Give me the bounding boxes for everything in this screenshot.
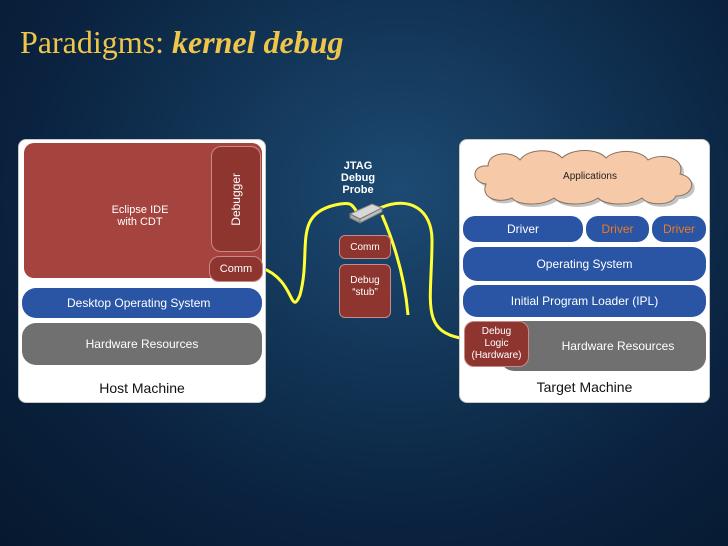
applications-cloud[interactable] — [466, 146, 704, 208]
probe-cable — [380, 214, 410, 316]
target-cable — [379, 201, 461, 340]
target-machine-label: Target Machine — [536, 379, 633, 395]
target-os-block[interactable]: Operating System — [463, 247, 706, 281]
applications-label: Applications — [563, 170, 617, 182]
desktop-os-block[interactable]: Desktop Operating System — [22, 288, 262, 318]
debug-logic-block[interactable]: Debug Logic (Hardware) — [464, 321, 529, 367]
driver-block-3[interactable]: Driver — [652, 216, 706, 242]
host-hardware-block[interactable]: Hardware Resources — [22, 323, 262, 365]
eclipse-ide-label: Eclipse IDE with CDT — [111, 204, 169, 228]
jtag-probe-label: JTAG Debug Probe — [340, 160, 376, 196]
driver-block-1[interactable]: Driver — [463, 216, 583, 242]
debugger-label: Debugger — [229, 172, 243, 226]
title-emphasis: kernel debug — [171, 24, 344, 60]
title-prefix: Paradigms: — [20, 24, 164, 60]
target-comm-block[interactable]: Comm — [339, 235, 391, 259]
target-hardware-block[interactable]: Hardware Resources — [500, 321, 706, 371]
probe-device-icon[interactable] — [346, 202, 386, 224]
debug-stub-block[interactable]: Debug “stub” — [339, 264, 391, 318]
debugger-block[interactable]: Debugger — [211, 146, 261, 252]
host-comm-block[interactable]: Comm — [209, 256, 263, 282]
driver-block-2[interactable]: Driver — [586, 216, 649, 242]
host-cable — [261, 201, 359, 304]
ipl-block[interactable]: Initial Program Loader (IPL) — [463, 285, 706, 317]
host-machine-label: Host Machine — [99, 380, 185, 396]
slide-title: Paradigms: kernel debug — [20, 24, 344, 61]
